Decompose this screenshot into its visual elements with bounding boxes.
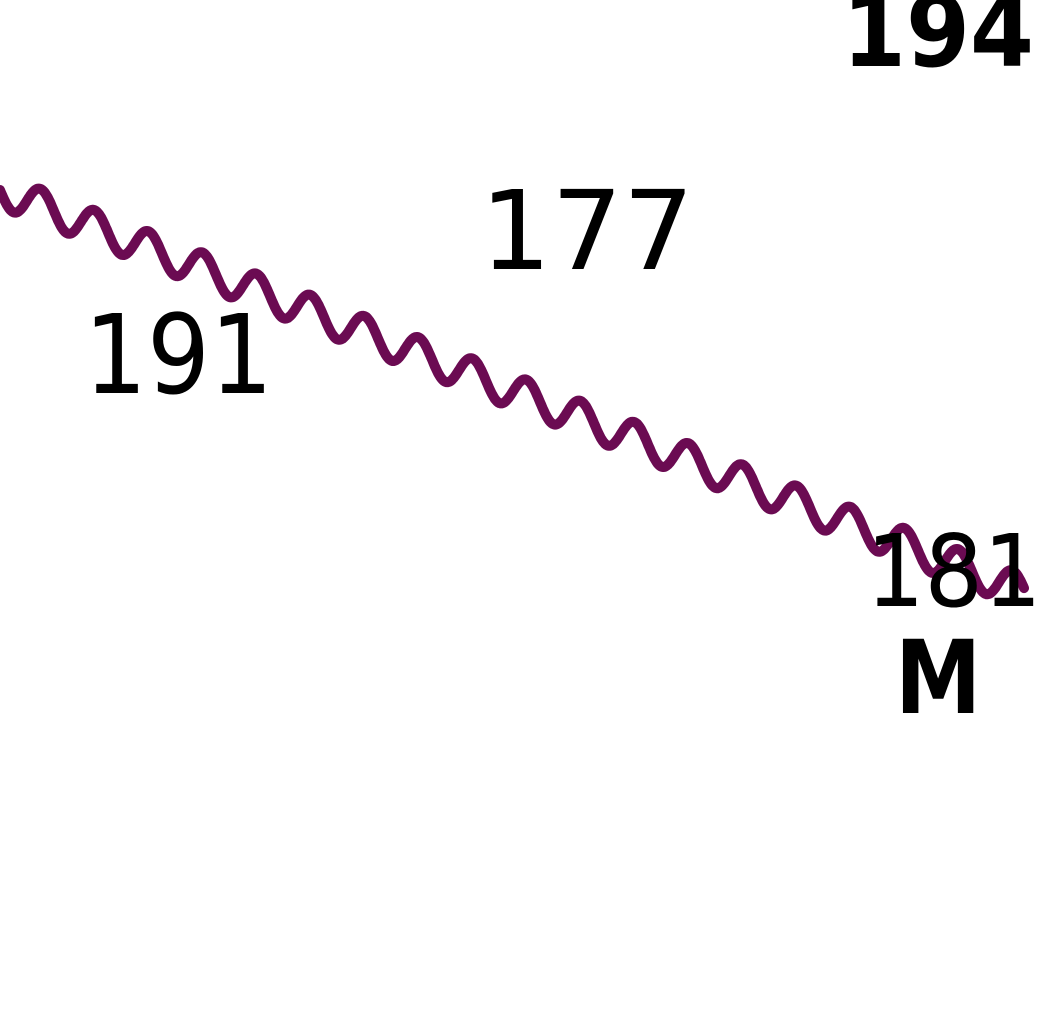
map-label-191: 191 <box>84 291 273 419</box>
wavy-boundary-line <box>0 183 1029 600</box>
map-label-m: M <box>895 619 982 738</box>
map-label-194: 194 <box>842 0 1035 90</box>
map-label-177: 177 <box>480 167 695 295</box>
map-label-181: 181 <box>866 513 1042 630</box>
